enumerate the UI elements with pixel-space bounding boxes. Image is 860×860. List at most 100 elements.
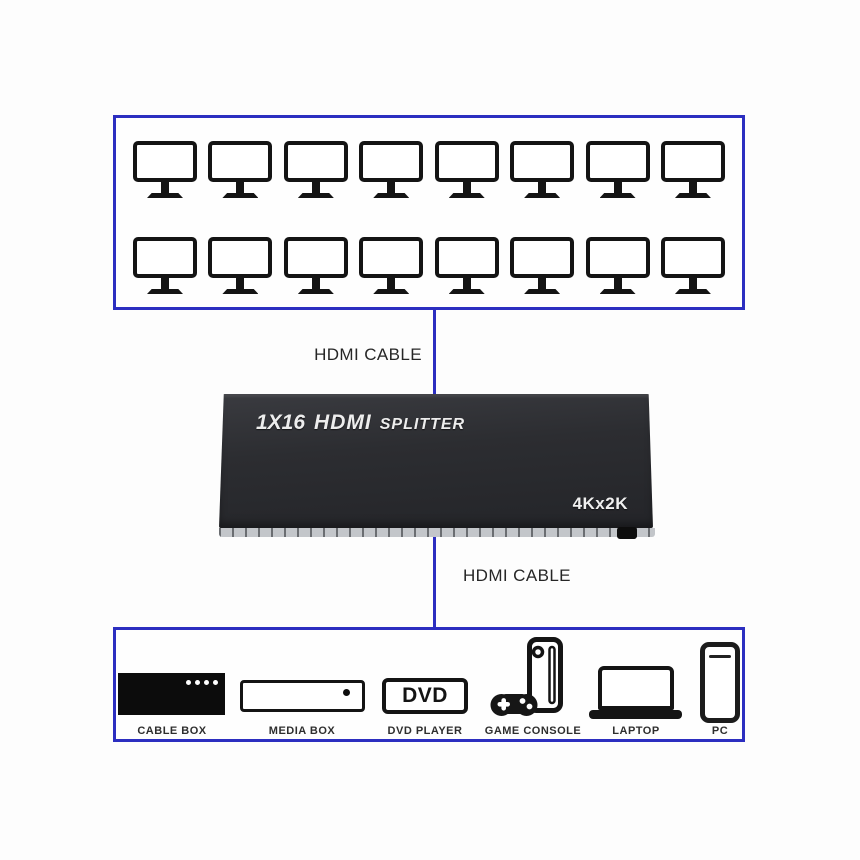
splitter-model-prefix: 1X16 (256, 411, 306, 434)
monitor-row (133, 237, 725, 294)
monitor-screen (208, 141, 273, 182)
splitter-title: 1X16 HDMI SPLITTER (256, 411, 465, 435)
monitor-icon (208, 141, 273, 198)
monitor-screen (585, 141, 650, 182)
monitor-screen (208, 237, 273, 278)
monitor-stand (613, 182, 622, 193)
monitor-icon (510, 141, 575, 198)
source-cable-box: CABLE BOX (116, 630, 228, 738)
monitor-screen (359, 237, 424, 278)
splitter-model-suffix: SPLITTER (379, 416, 466, 433)
monitor-stand (387, 182, 396, 193)
media-box-dot (343, 689, 350, 696)
monitor-base (297, 193, 334, 198)
hdmi-cable-line-top (433, 310, 436, 398)
monitor-base (524, 289, 561, 294)
monitor-icon (359, 141, 424, 198)
dvd-icon-text: DVD (402, 684, 448, 707)
resolution-badge: 4Kx2K (572, 494, 628, 513)
hdmi-cable-label-bottom: HDMI CABLE (463, 566, 571, 585)
monitor-stand (236, 182, 245, 193)
monitor-screen (434, 237, 499, 278)
splitter-ports-strip (219, 528, 655, 537)
monitor-screen (283, 237, 348, 278)
monitor-base (448, 289, 485, 294)
source-game-console: GAME CONSOLE (482, 630, 584, 738)
monitor-base (373, 289, 410, 294)
monitor-screen (660, 141, 725, 182)
monitor-stand (311, 182, 320, 193)
monitor-screen (434, 141, 499, 182)
monitor-base (599, 193, 636, 198)
source-label: LAPTOP (612, 725, 660, 737)
gamepad-icon (490, 694, 538, 716)
cable-box-icon (118, 673, 225, 715)
monitor-base (373, 193, 410, 198)
monitor-icon (133, 237, 197, 294)
monitor-icon (434, 141, 499, 198)
source-laptop: LAPTOP (586, 630, 686, 738)
cable-box-dots (186, 680, 218, 685)
monitor-row (133, 141, 725, 198)
monitor-stand (688, 278, 697, 289)
pc-tower-icon (700, 642, 740, 723)
monitor-base (222, 289, 259, 294)
source-pc: PC (694, 630, 746, 738)
sources-panel: CABLE BOX MEDIA BOX DVD DVD PLAYER (113, 627, 745, 742)
monitor-base (147, 193, 183, 198)
splitter-brand: HDMI (314, 411, 372, 434)
pc-tower-vent-line (709, 655, 731, 658)
monitor-screen (133, 237, 197, 278)
monitor-icon (585, 141, 650, 198)
monitor-icon (359, 237, 424, 294)
source-label: CABLE BOX (137, 725, 207, 737)
monitor-stand (161, 278, 169, 289)
monitor-icon (660, 237, 725, 294)
hdmi-cable-label-top: HDMI CABLE (314, 345, 422, 364)
monitor-base (147, 289, 183, 294)
monitor-icon (283, 237, 348, 294)
source-label: MEDIA BOX (268, 725, 336, 737)
laptop-base (589, 710, 682, 719)
monitor-icon (133, 141, 197, 198)
hdmi-cable-line-bottom (433, 537, 436, 627)
dvd-player-icon: DVD (382, 678, 468, 714)
monitor-screen (283, 141, 348, 182)
source-dvd-player: DVD DVD PLAYER (374, 630, 476, 738)
monitor-stand (311, 278, 320, 289)
monitor-base (599, 289, 636, 294)
monitor-stand (161, 182, 169, 193)
media-box-icon (240, 680, 365, 712)
monitor-screen (510, 141, 575, 182)
monitor-stand (613, 278, 622, 289)
source-label: GAME CONSOLE (484, 725, 582, 737)
monitor-icon (208, 237, 273, 294)
source-label: DVD PLAYER (387, 725, 463, 737)
monitor-screen (359, 141, 424, 182)
monitor-stand (688, 182, 697, 193)
monitor-screen (510, 237, 575, 278)
monitor-base (222, 193, 259, 198)
monitor-icon (510, 237, 575, 294)
monitor-base (524, 193, 561, 198)
monitor-base (297, 289, 334, 294)
source-media-box: MEDIA BOX (236, 630, 368, 738)
monitor-icon (283, 141, 348, 198)
monitor-base (674, 193, 711, 198)
monitor-stand (538, 182, 547, 193)
source-label: PC (711, 725, 729, 737)
monitor-base (674, 289, 711, 294)
monitor-stand (236, 278, 245, 289)
monitor-screen (133, 141, 197, 182)
monitor-stand (387, 278, 396, 289)
game-console-tower-icon (527, 637, 563, 713)
hdmi-splitter-device: 1X16 HDMI SPLITTER 4Kx2K (219, 394, 653, 528)
splitter-knob (617, 527, 637, 539)
monitor-stand (462, 182, 471, 193)
monitor-icon (585, 237, 650, 294)
monitor-stand (538, 278, 547, 289)
laptop-icon (598, 666, 674, 710)
monitor-screen (660, 237, 725, 278)
monitor-icon (660, 141, 725, 198)
